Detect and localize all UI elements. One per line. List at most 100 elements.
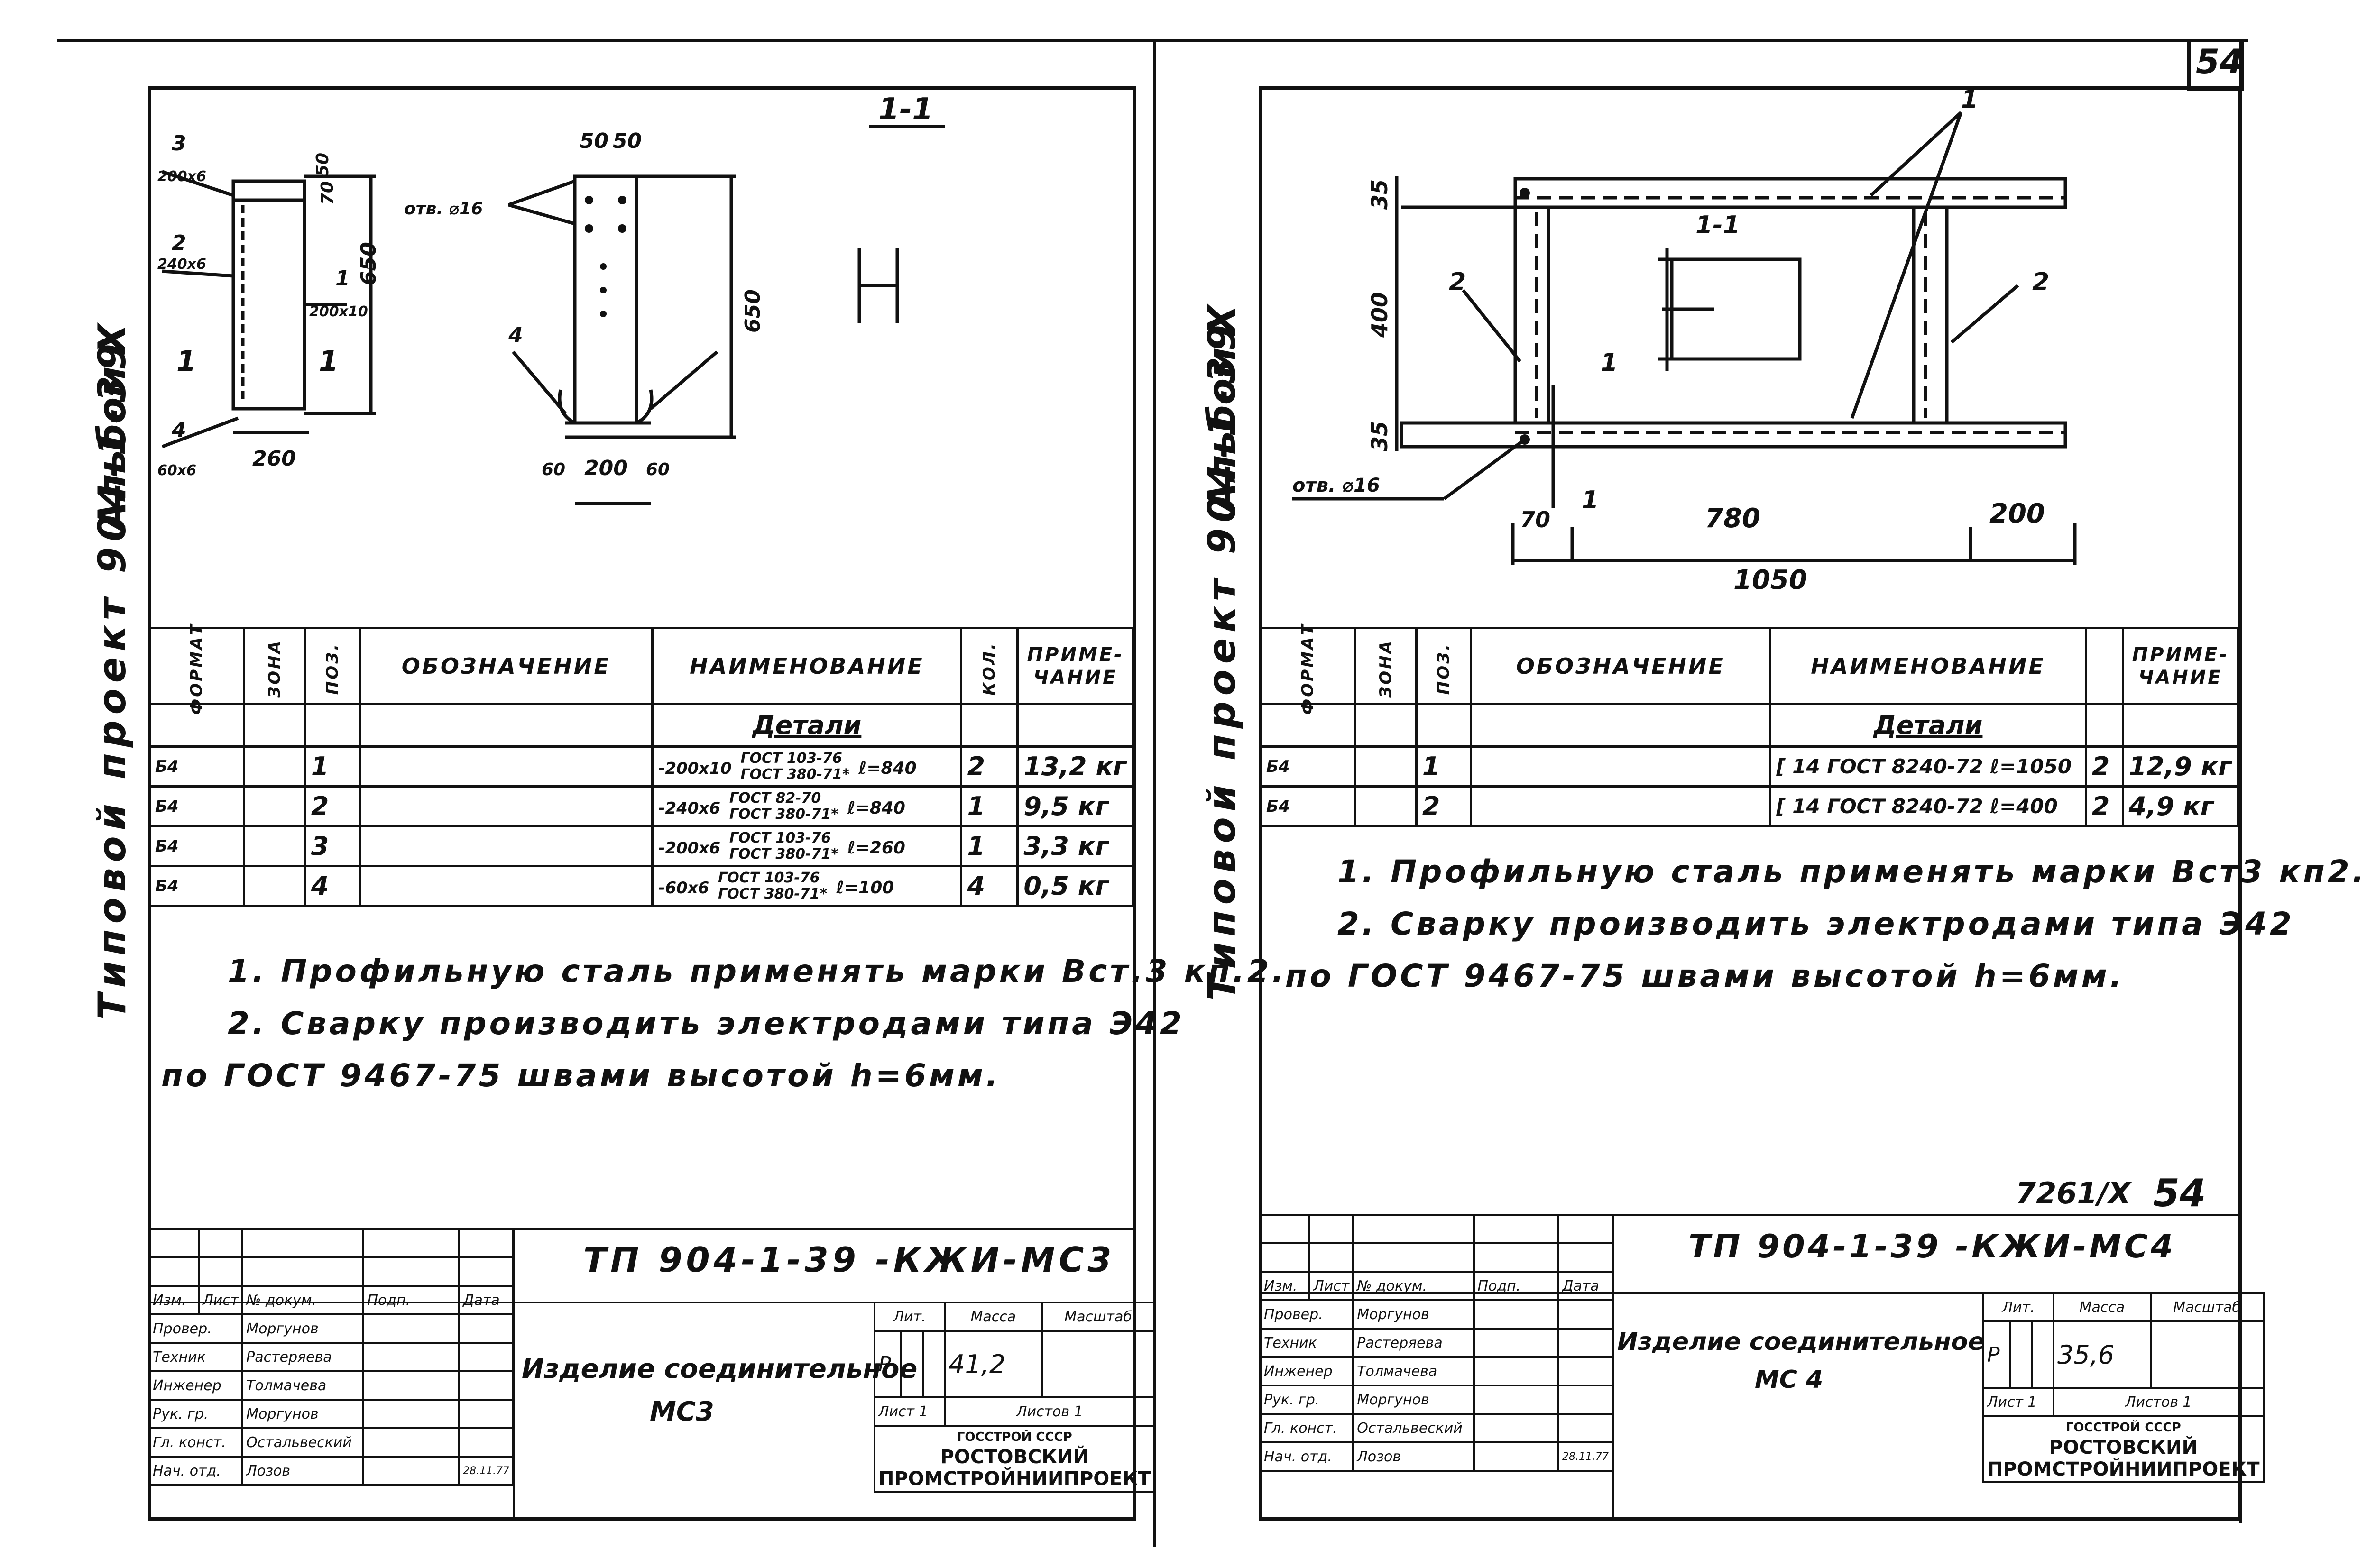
left-tb-scale-label: Масштаб bbox=[1041, 1302, 1156, 1332]
left-tb-col-sign: Подп. bbox=[362, 1285, 461, 1315]
left-dim-650: 650 bbox=[357, 242, 381, 285]
right-archive-number: 7261/Ⅹ bbox=[2016, 1176, 2131, 1210]
right-tb-scale-label: Масштаб bbox=[2149, 1292, 2265, 1322]
right-tb-info-table: Лит. Масса Масштаб Р 35,6 Лист 1 Листов … bbox=[1982, 1292, 2265, 1483]
right-tb-col-list: Лист bbox=[1308, 1271, 1354, 1301]
page-number: 54 bbox=[2196, 42, 2244, 82]
left-staff-name-3: Толмачева bbox=[241, 1370, 365, 1401]
right-margin-line bbox=[2239, 39, 2242, 1523]
left-note-2: 2. Сварку производить электродами типа Э… bbox=[228, 1005, 1185, 1042]
right-staff-name-4: Моргунов bbox=[1352, 1385, 1475, 1415]
left-staff-role-3: Инженер bbox=[147, 1370, 244, 1401]
left-hdr-name: Наименование bbox=[651, 627, 963, 705]
right-tb-col-sign: Подп. bbox=[1473, 1271, 1560, 1301]
left-dim-60b: 60 bbox=[646, 460, 670, 479]
right-hdr-format: Формат bbox=[1298, 622, 1317, 715]
right-dim-200: 200 bbox=[1989, 498, 2045, 529]
left-section-plate bbox=[573, 174, 638, 425]
left-tb-col-date: Дата bbox=[458, 1285, 514, 1315]
left-staff-role-2: Техник bbox=[147, 1342, 244, 1372]
left-section-title: 1-1 bbox=[878, 92, 933, 127]
left-tb-mass: 41,2 bbox=[944, 1330, 1043, 1398]
left-dim-200: 200 bbox=[584, 456, 628, 480]
left-staff-name-6: Лозов bbox=[241, 1456, 365, 1486]
right-staff-name-5: Остальвеский bbox=[1352, 1413, 1475, 1443]
left-titleblock-top bbox=[148, 1228, 1134, 1230]
left-staff-name-1: Моргунов bbox=[241, 1313, 365, 1344]
right-hdr-qty bbox=[2084, 627, 2124, 705]
left-staff-date: 28.11.77 bbox=[458, 1456, 514, 1486]
right-hdr-note: Приме-чание bbox=[2121, 627, 2240, 705]
right-note-2: 2. Сварку производить электродами типа Э… bbox=[1337, 906, 2294, 942]
left-mark-4b: 4 bbox=[508, 323, 523, 348]
right-dim-780: 780 bbox=[1705, 503, 1760, 534]
right-tb-name: Изделие соединительное bbox=[1617, 1328, 1985, 1356]
right-tb-line-main bbox=[1259, 1292, 2239, 1294]
right-tb-code: ТП 904-1-39 -КЖИ-МС4 bbox=[1688, 1228, 2176, 1265]
right-org-1: ГОССТРОЙ СССР bbox=[2065, 1421, 2181, 1435]
top-border-line bbox=[57, 39, 2248, 42]
right-tb-lit-label: Лит. bbox=[1982, 1292, 2054, 1322]
right-titleblock-top bbox=[1259, 1214, 2239, 1216]
right-org-3: ПРОМСТРОЙНИИПРОЕКТ bbox=[1987, 1458, 2260, 1480]
left-elevation-plate bbox=[231, 179, 306, 411]
right-staff-role-4: Рук. гр. bbox=[1259, 1385, 1354, 1415]
right-staff-role-1: Провер. bbox=[1259, 1299, 1354, 1330]
left-tb-sheets: Листов 1 bbox=[944, 1396, 1156, 1427]
left-org-2: РОСТОВСКИЙ bbox=[940, 1446, 1089, 1468]
right-mark-2a: 2 bbox=[1449, 268, 1466, 296]
right-staff-role-6: Нач. отд. bbox=[1259, 1441, 1354, 1472]
left-hdr-qty: Кол. bbox=[980, 641, 999, 696]
left-staff-role-6: Нач. отд. bbox=[147, 1456, 244, 1486]
left-tb-name2: МС3 bbox=[650, 1396, 714, 1427]
left-note-1: 1. Профильную сталь применять марки Вст.… bbox=[228, 953, 1287, 990]
left-tb-name: Изделие соединительное bbox=[522, 1354, 918, 1385]
right-tb-sheet: Лист 1 bbox=[1982, 1387, 2054, 1417]
right-tb-mass: 35,6 bbox=[2053, 1320, 2152, 1389]
left-mark-1: 1 bbox=[335, 266, 350, 291]
left-tb-sheet: Лист 1 bbox=[874, 1396, 946, 1427]
left-org-3: ПРОМСТРОЙНИИПРОЕКТ bbox=[878, 1468, 1151, 1490]
right-tb-lit: Р bbox=[1982, 1320, 2011, 1389]
right-channel-top bbox=[1513, 177, 2067, 209]
left-tb-divider bbox=[513, 1228, 515, 1520]
left-section-mark-1: 1 bbox=[176, 345, 196, 378]
left-mark-2: 2 bbox=[172, 231, 186, 255]
right-staff-role-2: Техник bbox=[1259, 1328, 1354, 1358]
right-staff-role-5: Гл. конст. bbox=[1259, 1413, 1354, 1443]
left-note-3: по ГОСТ 9467-75 швами высотой h=6мм. bbox=[161, 1057, 1001, 1094]
left-section-mark-2: 1 bbox=[319, 345, 339, 378]
left-tb-lit: Р bbox=[874, 1330, 902, 1398]
left-profile-200x10: 200х10 bbox=[309, 303, 368, 320]
left-staff-role-5: Гл. конст. bbox=[147, 1427, 244, 1458]
right-hdr-pos: Поз. bbox=[1434, 642, 1453, 695]
right-hdr-zone: Зона bbox=[1376, 639, 1395, 698]
right-dim-1050: 1050 bbox=[1733, 565, 1807, 596]
right-tb-name2: МС 4 bbox=[1755, 1366, 1824, 1394]
left-org-1: ГОССТРОЙ СССР bbox=[957, 1430, 1072, 1444]
right-mark-1: 1 bbox=[1961, 85, 1978, 114]
right-staff-name-2: Растеряева bbox=[1352, 1328, 1475, 1358]
right-tb-staff-table: Изм. Лист № докум. Подп. Дата Провер.Мор… bbox=[1259, 1214, 1613, 1472]
left-profile-240x6: 240х6 bbox=[157, 256, 206, 273]
right-section-mark-2: 1 bbox=[1582, 486, 1599, 514]
left-drawing: 3 2 1 4 4 200х6 240х6 200х10 60х6 1 1 26… bbox=[157, 92, 945, 505]
right-sheet-number: 54 bbox=[2153, 1171, 2206, 1215]
right-staff-date: 28.11.77 bbox=[1557, 1441, 1613, 1472]
right-tb-col-izm: Изм. bbox=[1259, 1271, 1311, 1301]
left-dim-50c: 50 bbox=[313, 153, 332, 176]
right-staff-role-3: Инженер bbox=[1259, 1356, 1354, 1386]
right-channel-right bbox=[1912, 205, 1949, 425]
left-dim-50b: 50 bbox=[613, 129, 642, 153]
right-staff-name-3: Толмачева bbox=[1352, 1356, 1475, 1386]
right-section-mark-1: 1 bbox=[1601, 348, 1618, 377]
right-tb-mass-label: Масса bbox=[2053, 1292, 2152, 1322]
right-channel-bottom bbox=[1400, 421, 2067, 449]
right-mark-2b: 2 bbox=[2032, 268, 2049, 296]
right-dim-400: 400 bbox=[1367, 292, 1392, 338]
right-dim-70: 70 bbox=[1520, 507, 1550, 532]
